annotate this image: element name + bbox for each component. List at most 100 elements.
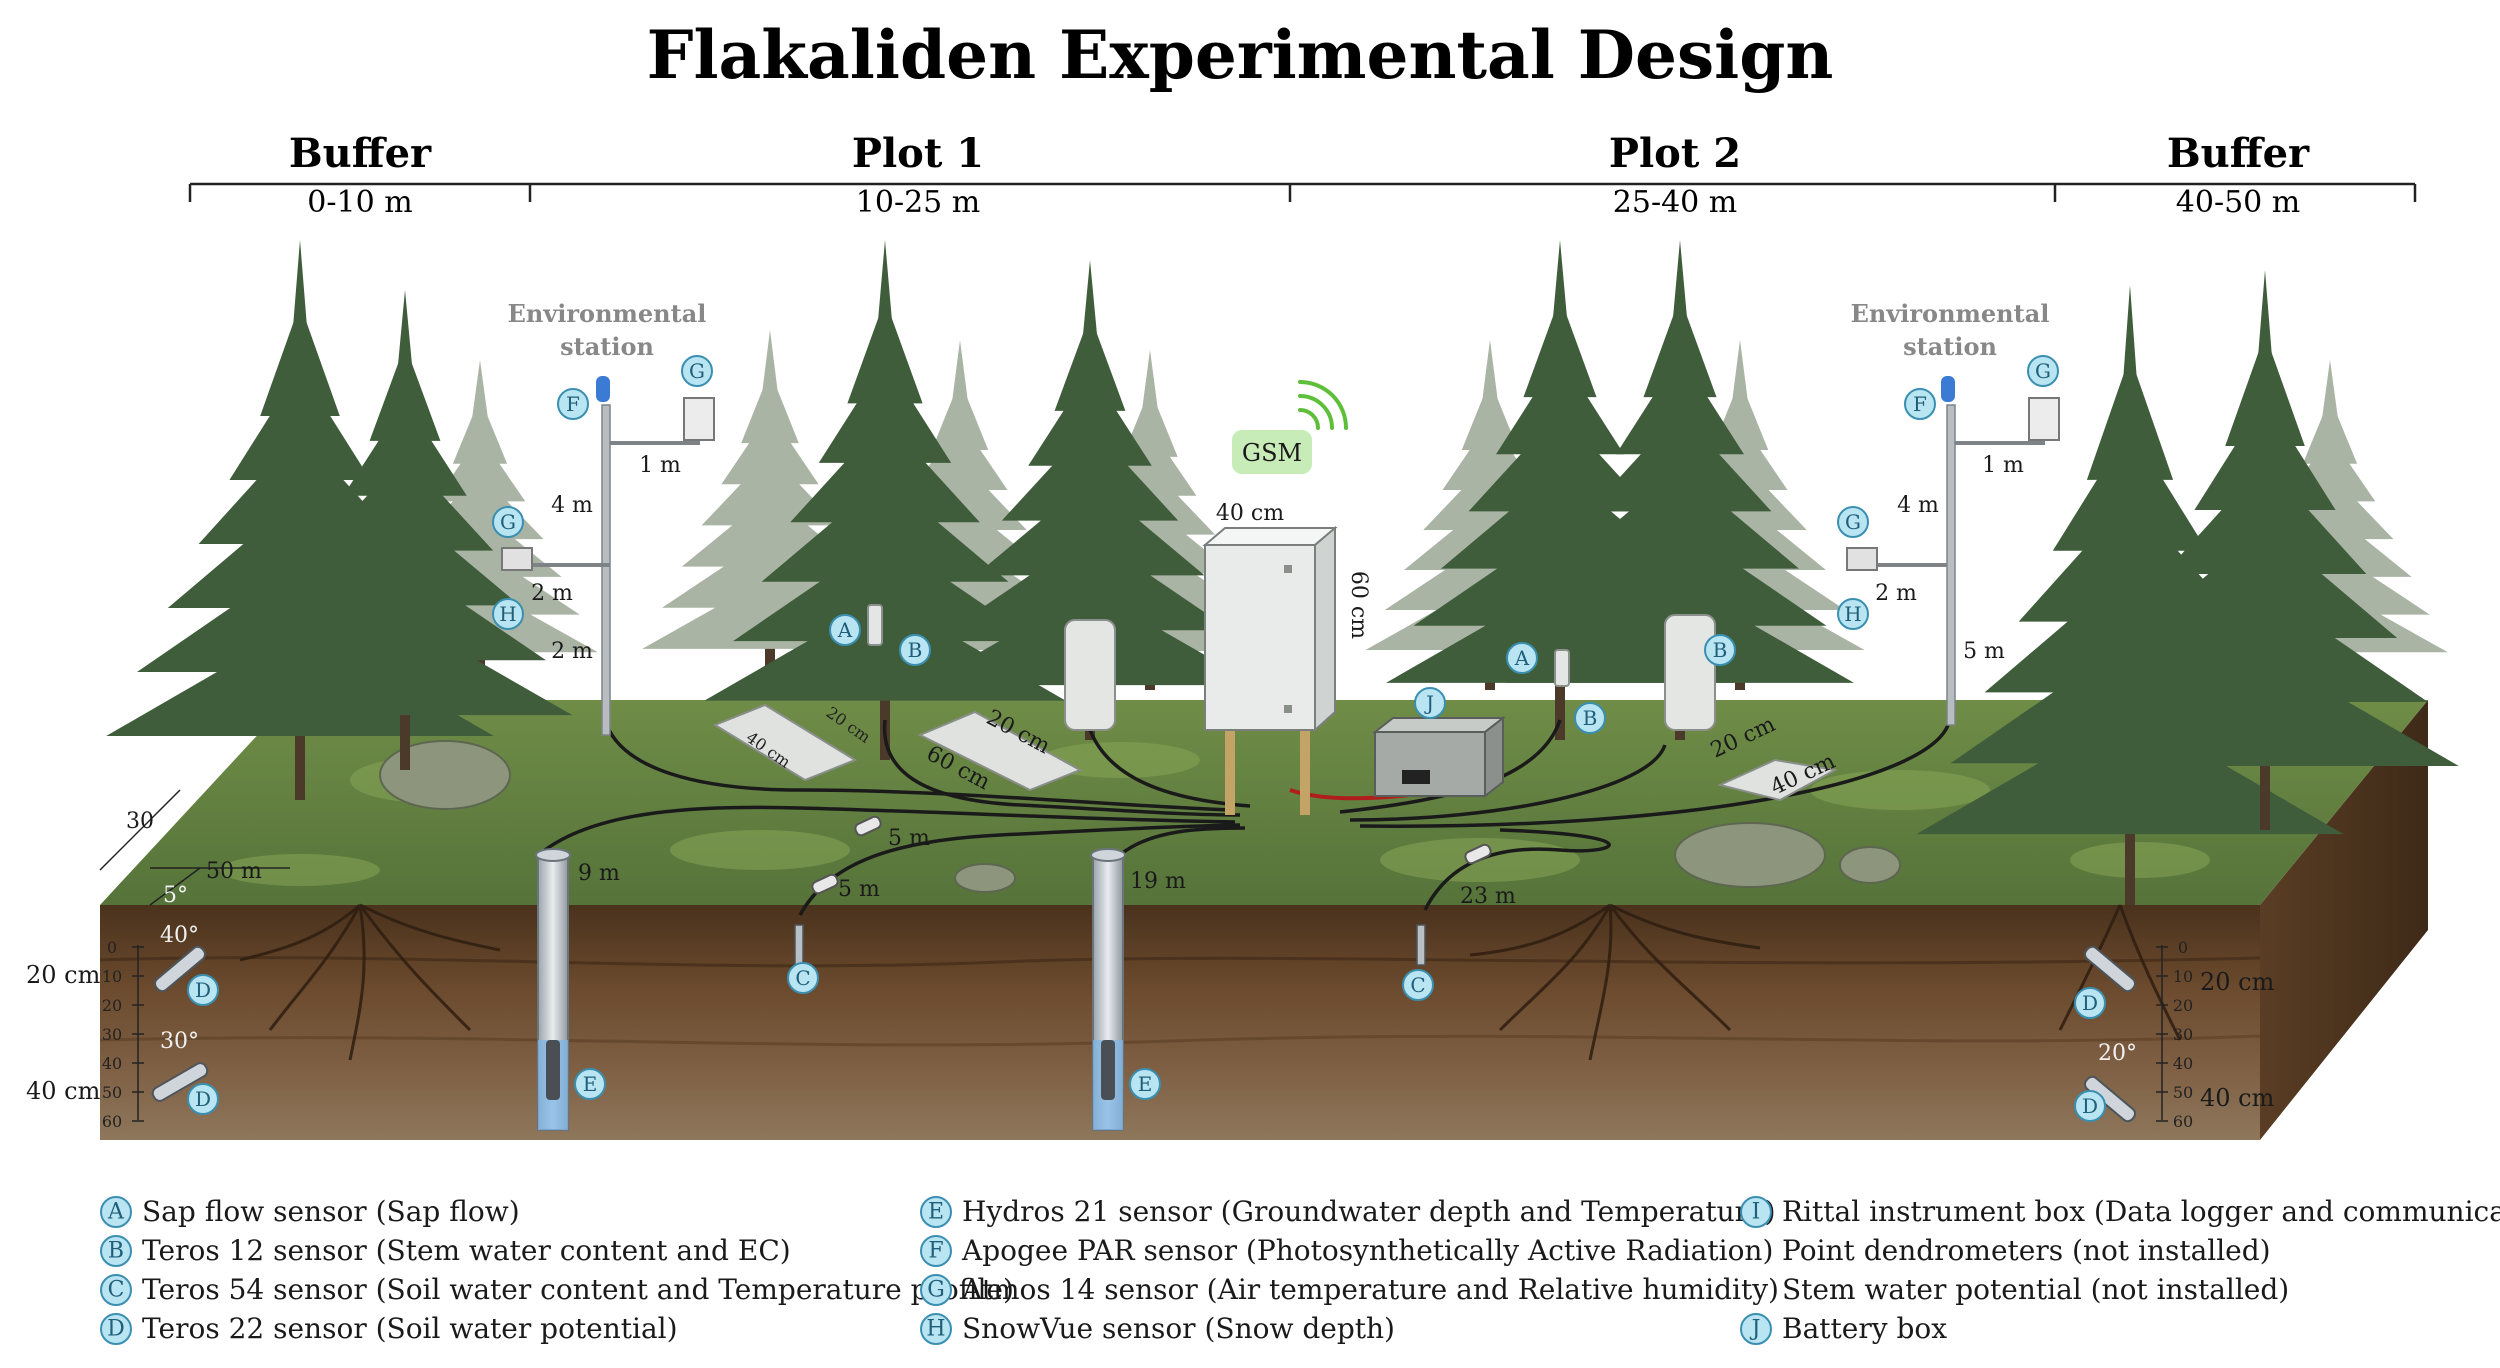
depth-tick-label-right: 20 (2173, 996, 2193, 1015)
depth-tick-label-left: 50 (102, 1083, 122, 1102)
legend-item: G Atmos 14 sensor (Air temperature and Re… (921, 1273, 1779, 1306)
station-right-height-upper: 4 m (1897, 493, 1939, 518)
depth-tick-label-right: 50 (2173, 1083, 2193, 1102)
legend-text: Stem water potential (not installed) (1782, 1273, 2289, 1306)
legend-letter: I (1752, 1200, 1761, 1225)
station-right-height-mid: 2 m (1875, 581, 1917, 606)
section-range-buffer-right: 40-50 m (2176, 185, 2300, 220)
soil-cross-section (100, 905, 2260, 1140)
page-title: Flakaliden Experimental Design (647, 16, 1834, 94)
svg-text:D: D (2082, 1094, 2098, 1118)
sensor-badge-c: C (788, 963, 818, 993)
legend-text: Hydros 21 sensor (Groundwater depth and … (962, 1195, 1776, 1228)
plot-width-label: 30 (126, 809, 154, 834)
sensor-badge-g: G (493, 507, 523, 537)
svg-text:D: D (195, 1087, 211, 1111)
cable-length-c2: 23 m (1460, 884, 1516, 909)
legend-item: Stem water potential (not installed) (1782, 1273, 2289, 1306)
legend-letter: B (108, 1239, 124, 1264)
legend-text: Teros 12 sensor (Stem water content and … (142, 1234, 791, 1267)
depth-left-20: 20 cm (26, 961, 101, 989)
sensor-badge-b: B (1575, 703, 1605, 733)
depth-tick-label-right: 60 (2173, 1112, 2193, 1131)
depth-tick-label-left: 30 (102, 1025, 122, 1044)
gsm-antenna-icon (1300, 382, 1346, 428)
legend-letter: D (107, 1317, 125, 1342)
sensor-badge-d: D (2075, 988, 2105, 1018)
sensor-badge-j: J (1415, 688, 1445, 718)
sensor-badge-g: G (682, 356, 712, 386)
legend-letter: E (928, 1200, 944, 1225)
svg-text:E: E (1138, 1072, 1153, 1096)
legend-text: Point dendrometers (not installed) (1782, 1234, 2271, 1267)
sensor-badge-g: G (1838, 507, 1868, 537)
sensor-badge-f: F (558, 389, 588, 419)
legend-text: Atmos 14 sensor (Air temperature and Rel… (961, 1273, 1779, 1306)
station-left-height-mid: 2 m (531, 581, 573, 606)
svg-text:D: D (2082, 991, 2098, 1015)
station-right-height-lower: 5 m (1963, 639, 2005, 664)
angle-left-top: 40° (160, 923, 199, 948)
svg-text:G: G (500, 510, 516, 534)
depth-right-20: 20 cm (2200, 968, 2275, 996)
svg-text:B: B (908, 638, 923, 662)
depth-tick-label-left: 40 (102, 1054, 122, 1073)
svg-text:H: H (499, 602, 516, 626)
box-width-label: 40 cm (1216, 501, 1284, 526)
depth-tick-label-right: 10 (2173, 967, 2193, 986)
svg-text:J: J (1424, 691, 1434, 715)
depth-tick-label-left: 20 (102, 996, 122, 1015)
legend-item: F Apogee PAR sensor (Photosynthetically A… (921, 1234, 1773, 1267)
legend-item: DTeros 22 sensor (Soil water potential) (101, 1312, 678, 1345)
svg-text:B: B (1583, 706, 1598, 730)
depth-tick-label-right: 40 (2173, 1054, 2193, 1073)
section-range-buffer-left: 0-10 m (307, 185, 412, 220)
sensor-badge-d: D (2075, 1091, 2105, 1121)
section-name-plot-2: Plot 2 (1609, 130, 1741, 177)
station-left-height-lower: 2 m (551, 639, 593, 664)
section-range-plot-2: 25-40 m (1613, 185, 1737, 220)
sensor-badge-e: E (1130, 1069, 1160, 1099)
station-left-title-1: Environmental (508, 299, 707, 328)
well-right-distance: 19 m (1130, 869, 1186, 894)
legend-text: Sap flow sensor (Sap flow) (142, 1195, 520, 1228)
groundwater-well-left (536, 849, 570, 1130)
slope-label: 5° (163, 883, 188, 908)
angle-left-bottom: 30° (160, 1029, 199, 1054)
sensor-badge-a: A (830, 615, 860, 645)
sensor-badge-d: D (188, 1084, 218, 1114)
svg-text:A: A (1514, 646, 1530, 670)
svg-text:A: A (837, 618, 853, 642)
sensor-badge-h: H (493, 599, 523, 629)
depth-right-40: 40 cm (2200, 1084, 2275, 1112)
legend-item: E Hydros 21 sensor (Groundwater depth and… (921, 1195, 1776, 1228)
section-name-buffer-left: Buffer (289, 130, 432, 177)
box-height-label: 60 cm (1346, 571, 1371, 639)
legend-letter: F (928, 1239, 943, 1264)
svg-text:G: G (2035, 359, 2051, 383)
legend-item: Point dendrometers (not installed) (1782, 1234, 2271, 1267)
legend-letter: J (1750, 1317, 1761, 1342)
groundwater-well-right (1091, 849, 1125, 1130)
legend-text: Apogee PAR sensor (Photosynthetically Ac… (961, 1234, 1773, 1267)
sensor-badge-c: C (1403, 970, 1433, 1000)
station-left-title-2: station (560, 332, 654, 361)
legend-text: Teros 54 sensor (Soil water content and … (142, 1273, 1014, 1306)
depth-tick-label-left: 10 (102, 967, 122, 986)
legend-letter: G (927, 1278, 945, 1303)
depth-tick-label-right: 0 (2178, 938, 2188, 957)
section-range-plot-1: 10-25 m (856, 185, 980, 220)
well-left-distance: 9 m (578, 861, 620, 886)
legend-letter: H (926, 1317, 945, 1342)
sensor-badge-e: E (575, 1069, 605, 1099)
depth-tick-label-left: 60 (102, 1112, 122, 1131)
sensor-badge-f: F (1905, 389, 1935, 419)
sensor-badge-a: A (1507, 643, 1537, 673)
station-right-title-1: Environmental (1851, 299, 2050, 328)
cable-length-c1b: 5 m (838, 877, 880, 902)
section-name-buffer-right: Buffer (2167, 130, 2310, 177)
legend-text: Battery box (1782, 1312, 1947, 1345)
